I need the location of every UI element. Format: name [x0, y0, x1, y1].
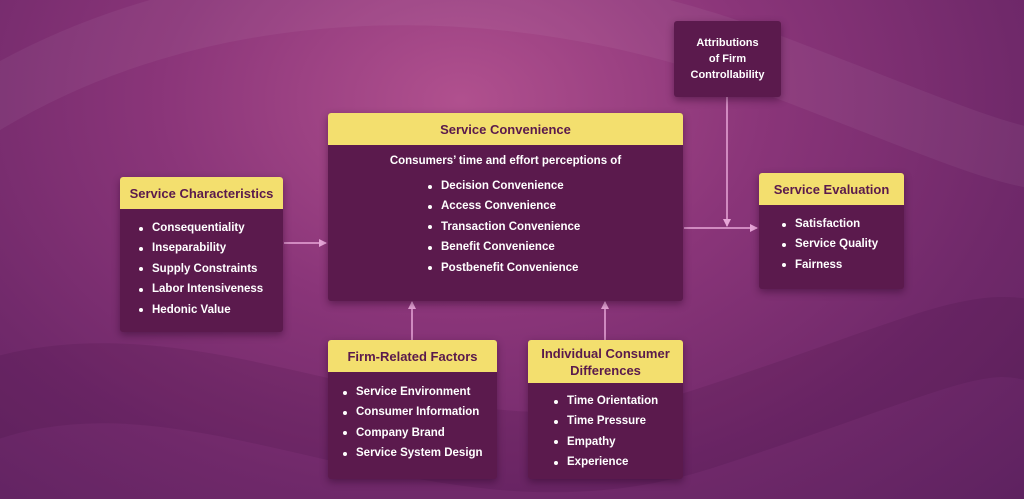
- list-item: Labor Intensiveness: [138, 279, 283, 299]
- list-item: Hedonic Value: [138, 300, 283, 320]
- service-convenience-box: Service Convenience Consumers’ time and …: [328, 113, 683, 301]
- list-item: Consumer Information: [342, 402, 497, 422]
- list-item: Decision Convenience: [427, 176, 683, 196]
- list-item: Service Quality: [781, 234, 904, 254]
- service-characteristics-title: Service Characteristics: [120, 177, 283, 209]
- list-item: Transaction Convenience: [427, 217, 683, 237]
- service-convenience-title: Service Convenience: [328, 113, 683, 145]
- list-item: Experience: [553, 452, 683, 472]
- service-characteristics-box: Service Characteristics Consequentiality…: [120, 177, 283, 332]
- firm-related-factors-box: Firm-Related Factors Service Environment…: [328, 340, 497, 479]
- service-convenience-intro: Consumers’ time and effort perceptions o…: [389, 155, 622, 167]
- list-item: Service System Design: [342, 443, 497, 463]
- service-evaluation-box: Service Evaluation Satisfaction Service …: [759, 173, 904, 289]
- service-convenience-list: Decision Convenience Access Convenience …: [427, 176, 683, 278]
- attributions-box: Attributions of Firm Controllability: [674, 21, 781, 97]
- service-characteristics-list: Consequentiality Inseparability Supply C…: [138, 218, 283, 320]
- attributions-line-1: Attributions: [696, 37, 759, 49]
- attributions-line-2: of Firm: [708, 53, 747, 65]
- list-item: Consequentiality: [138, 218, 283, 238]
- list-item: Company Brand: [342, 423, 497, 443]
- list-item: Time Orientation: [553, 391, 683, 411]
- individual-consumer-differences-list: Time Orientation Time Pressure Empathy E…: [553, 391, 683, 473]
- individual-consumer-title-line-2: Differences: [570, 362, 641, 378]
- list-item: Benefit Convenience: [427, 237, 683, 257]
- list-item: Fairness: [781, 255, 904, 275]
- list-item: Satisfaction: [781, 214, 904, 234]
- list-item: Access Convenience: [427, 196, 683, 216]
- firm-related-factors-title: Firm-Related Factors: [328, 340, 497, 372]
- list-item: Empathy: [553, 432, 683, 452]
- list-item: Postbenefit Convenience: [427, 258, 683, 278]
- service-evaluation-list: Satisfaction Service Quality Fairness: [781, 214, 904, 275]
- firm-related-factors-list: Service Environment Consumer Information…: [342, 382, 497, 464]
- service-evaluation-title: Service Evaluation: [759, 173, 904, 205]
- list-item: Inseparability: [138, 238, 283, 258]
- list-item: Time Pressure: [553, 411, 683, 431]
- list-item: Service Environment: [342, 382, 497, 402]
- individual-consumer-differences-title: Individual Consumer Differences: [528, 340, 683, 383]
- list-item: Supply Constraints: [138, 259, 283, 279]
- individual-consumer-differences-box: Individual Consumer Differences Time Ori…: [528, 340, 683, 479]
- attributions-line-3: Controllability: [690, 69, 765, 81]
- individual-consumer-title-line-1: Individual Consumer: [541, 345, 670, 361]
